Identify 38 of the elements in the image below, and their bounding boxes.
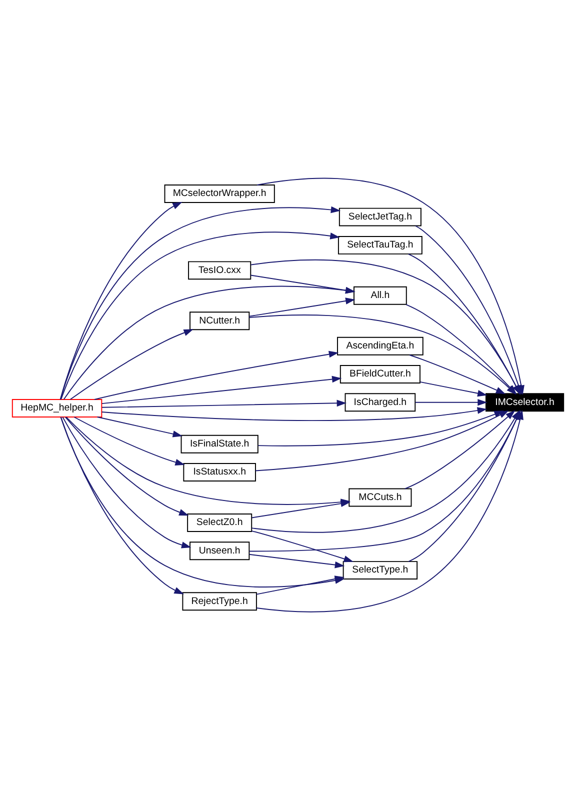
- arrow: [74, 416, 185, 466]
- arrow: [60, 416, 184, 594]
- arrow: [248, 298, 356, 317]
- arrow: [102, 400, 347, 408]
- node-box: BFieldCutter.h: [340, 365, 420, 384]
- arrow: [248, 554, 345, 568]
- node-box: All.h: [354, 286, 407, 305]
- node-box: IMCselector.h: [485, 393, 564, 412]
- node-box: HepMC_helper.h: [12, 399, 102, 418]
- arrow: [62, 416, 192, 548]
- node-box: NCutter.h: [190, 312, 250, 330]
- node-box: SelectType.h: [342, 561, 418, 580]
- arrow: [64, 416, 189, 516]
- arrow: [96, 416, 183, 438]
- arrow: [60, 202, 182, 400]
- node-box: IsStatusxx.h: [183, 463, 256, 482]
- node-box: TesIO.cxx: [188, 261, 252, 280]
- arrow: [70, 329, 194, 400]
- arrow: [250, 274, 356, 294]
- arrow: [102, 376, 342, 404]
- node-box: MCCuts.h: [348, 488, 412, 507]
- node-box: SelectJetTag.h: [338, 208, 422, 226]
- arrow: [409, 354, 506, 394]
- node-box: MCselectorWrapper.h: [164, 184, 275, 203]
- arrow: [251, 500, 350, 518]
- arrow: [94, 350, 339, 400]
- node-box: IsFinalState.h: [180, 434, 258, 454]
- arrow: [420, 381, 488, 397]
- node-box: AscendingEta.h: [337, 336, 424, 356]
- arrow: [63, 286, 356, 400]
- node-box: IsCharged.h: [344, 393, 416, 412]
- arrow: [251, 530, 354, 562]
- node-box: Unseen.h: [190, 542, 250, 560]
- arrow: [414, 399, 488, 406]
- node-box: SelectTauTag.h: [338, 236, 422, 254]
- arrow: [101, 407, 488, 421]
- node-box: SelectZ0.h: [187, 514, 252, 532]
- node-box: RejectType.h: [182, 592, 257, 611]
